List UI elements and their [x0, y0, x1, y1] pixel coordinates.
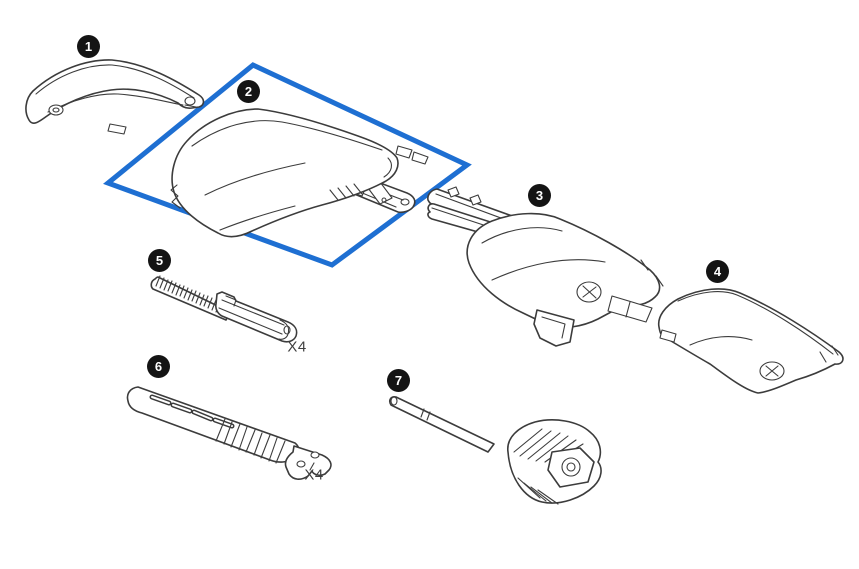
part-7-hex-boss [547, 447, 595, 488]
part-5-details [225, 295, 291, 340]
part-2-foot-housing-with-rail[interactable] [170, 108, 429, 238]
part-5-quantity-label: X4 [287, 338, 307, 356]
part-1-badge: 1 [77, 35, 100, 58]
part-6-quantity-label: X4 [304, 466, 324, 484]
part-3-details [533, 259, 664, 347]
part-1-details [48, 96, 197, 135]
part-4-details [659, 329, 839, 363]
part-5-badge: 5 [148, 249, 171, 272]
part-4-screw [759, 361, 785, 381]
part-6-buckle [284, 445, 332, 480]
part-7-badge: 7 [387, 369, 410, 392]
part-3-screw [576, 281, 602, 303]
part-7-shaft-details [390, 396, 431, 421]
part-2-details [170, 145, 429, 209]
part-5-threaded-bolt[interactable] [150, 275, 298, 343]
part-6-rubber-strap[interactable] [126, 386, 332, 480]
part-2-badge: 2 [237, 80, 260, 103]
part-4-badge: 4 [706, 260, 729, 283]
part-3-foot-assembly-with-rail[interactable] [427, 186, 664, 347]
selection-highlight-box [103, 62, 472, 268]
part-6-ribs [215, 418, 286, 464]
part-1-front-cover-cap[interactable] [25, 59, 205, 135]
part-7-torque-key-tool[interactable] [389, 396, 602, 505]
part-6-badge: 6 [147, 355, 170, 378]
part-4-rear-cover-cap[interactable] [657, 288, 844, 394]
part-3-badge: 3 [528, 184, 551, 207]
